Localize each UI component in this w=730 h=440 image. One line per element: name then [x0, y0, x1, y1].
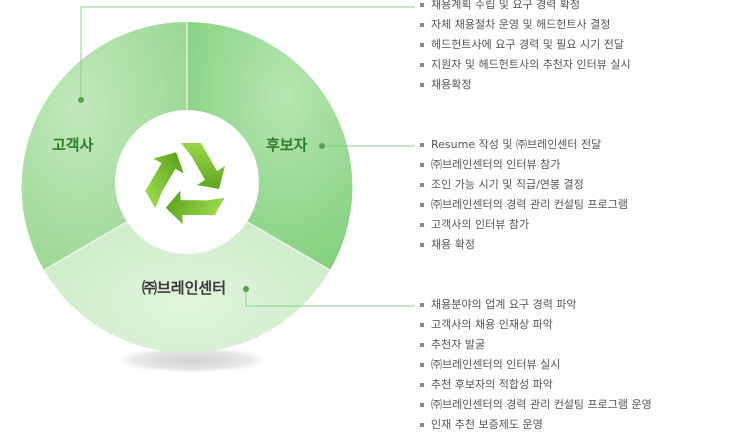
center-circle: [115, 110, 259, 254]
list-item: 채용 확정: [420, 235, 628, 255]
connector-brain: [245, 289, 415, 307]
list-item: ㈜브레인센터의 인터뷰 참가: [420, 155, 628, 175]
list-item: 지원자 및 헤드헌트사의 추천자 인터뷰 실시: [420, 55, 631, 75]
list-item: ㈜브레인센터의 경력 관리 컨설팅 프로그램: [420, 195, 628, 215]
list-item: 추천 후보자의 적합성 파악: [420, 375, 652, 395]
connector-dot: [319, 143, 325, 149]
list-item: 고객사의 인터뷰 참가: [420, 215, 628, 235]
list-item: 채용확정: [420, 75, 631, 95]
connector-dot: [78, 97, 84, 103]
list-item: 채용계획 수립 및 요구 경력 확정: [420, 0, 631, 15]
connector-dot: [243, 286, 249, 292]
list-item: 헤드헌트사에 요구 경력 및 필요 시기 전달: [420, 35, 631, 55]
client-task-list: 채용계획 수립 및 요구 경력 확정 자체 채용절차 운영 및 헤드헌트사 결정…: [420, 0, 631, 95]
brain-center-task-list: 채용분야의 업계 요구 경력 파악 고객사의 채용 인재상 파악 추천자 발굴 …: [420, 295, 652, 435]
list-item: 추천자 발굴: [420, 335, 652, 355]
list-item: 채용분야의 업계 요구 경력 파악: [420, 295, 652, 315]
recycle-icon: [145, 143, 225, 225]
list-item: 인재 추천 보증제도 운영: [420, 415, 652, 435]
list-item: 자체 채용절차 운영 및 헤드헌트사 결정: [420, 15, 631, 35]
list-item: Resume 작성 및 ㈜브레인센터 전달: [420, 135, 628, 155]
segment-brain: [44, 187, 330, 353]
list-item: ㈜브레인센터의 인터뷰 실시: [420, 355, 652, 375]
connector-client: [80, 6, 415, 100]
list-item: 고객사의 채용 인재상 파악: [420, 315, 652, 335]
label-client: 고객사: [52, 136, 94, 154]
list-item: 조인 가능 시기 및 직급/연봉 결정: [420, 175, 628, 195]
disc-shadow: [110, 346, 274, 374]
label-candidate: 후보자: [266, 136, 308, 154]
candidate-task-list: Resume 작성 및 ㈜브레인센터 전달 ㈜브레인센터의 인터뷰 참가 조인 …: [420, 135, 628, 255]
list-item: ㈜브레인센터의 경력 관리 컨설팅 프로그램 운영: [420, 395, 652, 415]
label-brain: ㈜브레인센터: [142, 279, 226, 297]
